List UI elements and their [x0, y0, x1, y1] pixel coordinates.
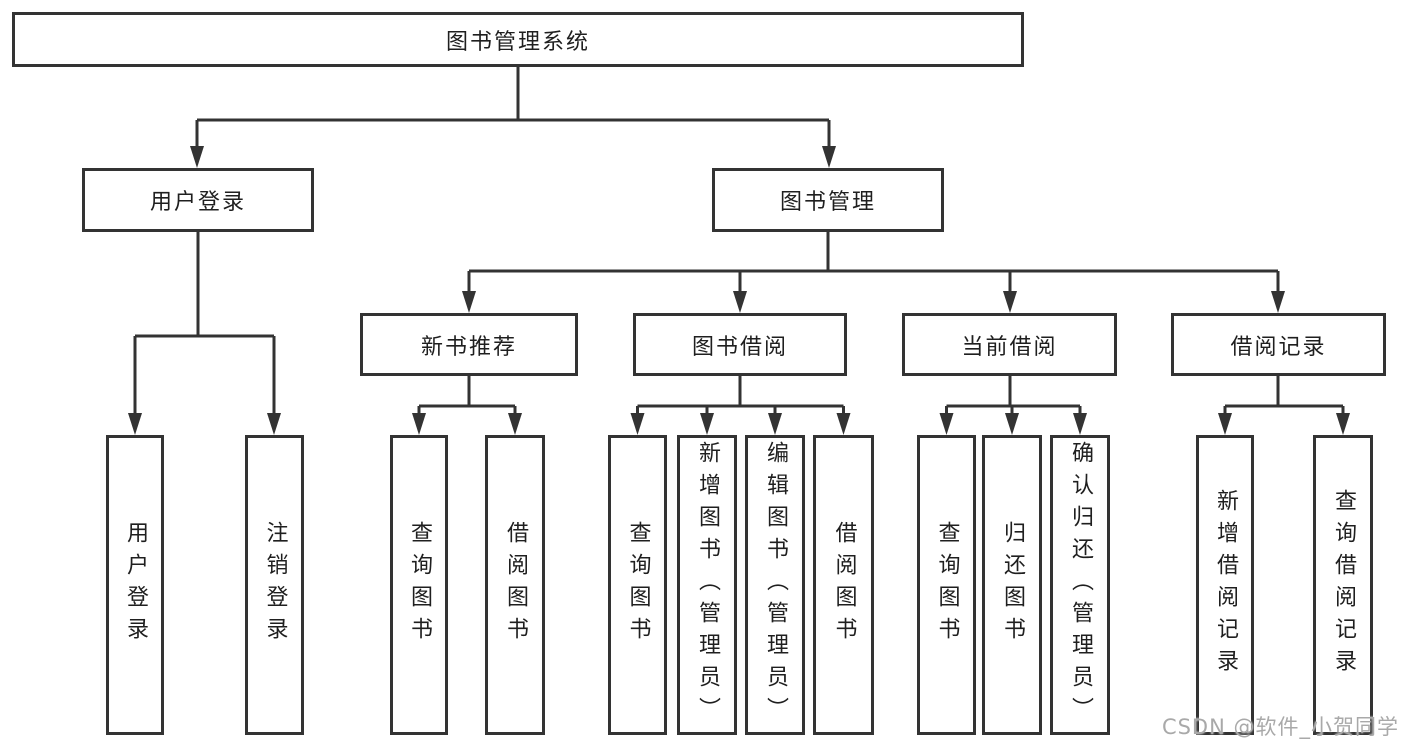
leaf-return-books: 归还图书 — [982, 435, 1042, 735]
leaf-logout: 注销登录 — [245, 435, 304, 735]
node-label: 借阅图书 — [831, 521, 857, 649]
node-label: 编辑图书（管理员） — [763, 441, 788, 729]
node-label: 注销登录 — [262, 521, 288, 649]
node-label: 归还图书 — [1000, 521, 1025, 649]
node-label: 新增借阅记录 — [1213, 489, 1238, 681]
node-label: 查询图书 — [934, 521, 960, 649]
leaf-add-books-admin: 新增图书（管理员） — [677, 435, 737, 735]
node-user-login: 用户登录 — [82, 168, 314, 232]
node-book-borrowing: 图书借阅 — [633, 313, 847, 376]
node-label: 用户登录 — [123, 521, 148, 649]
leaf-user-login: 用户登录 — [106, 435, 164, 735]
leaf-confirm-return-admin: 确认归还（管理员） — [1050, 435, 1110, 735]
leaf-borrow-books-borrowing: 借阅图书 — [813, 435, 874, 735]
node-label: 图书管理 — [779, 190, 876, 215]
node-new-book-recommend: 新书推荐 — [360, 313, 578, 376]
leaf-query-borrow-record: 查询借阅记录 — [1313, 435, 1373, 735]
leaf-query-books-recommend: 查询图书 — [390, 435, 448, 735]
node-label: 新增图书（管理员） — [695, 441, 720, 729]
node-label: 借阅记录 — [1230, 334, 1327, 360]
node-label: 图书借阅 — [691, 334, 788, 360]
node-current-borrowing: 当前借阅 — [902, 313, 1117, 376]
node-label: 查询图书 — [625, 521, 651, 649]
node-label: 新书推荐 — [420, 334, 517, 360]
leaf-edit-books-admin: 编辑图书（管理员） — [745, 435, 805, 735]
node-label: 借阅图书 — [503, 521, 528, 649]
csdn-watermark: CSDN @软件_小贺同学 — [1161, 715, 1399, 739]
leaf-add-borrow-record: 新增借阅记录 — [1196, 435, 1254, 735]
node-label: 用户登录 — [149, 190, 246, 215]
node-borrowing-records: 借阅记录 — [1171, 313, 1386, 376]
node-label: 确认归还（管理员） — [1068, 441, 1093, 729]
node-book-management: 图书管理 — [712, 168, 944, 232]
leaf-query-books-borrowing: 查询图书 — [608, 435, 667, 735]
node-label: 图书管理系统 — [445, 29, 590, 55]
leaf-borrow-books-recommend: 借阅图书 — [485, 435, 545, 735]
node-label: 查询图书 — [407, 521, 432, 649]
leaf-query-books-current: 查询图书 — [917, 435, 976, 735]
node-label: 当前借阅 — [961, 334, 1058, 360]
node-label: 查询借阅记录 — [1331, 489, 1356, 681]
node-library-management-system: 图书管理系统 — [12, 12, 1024, 67]
